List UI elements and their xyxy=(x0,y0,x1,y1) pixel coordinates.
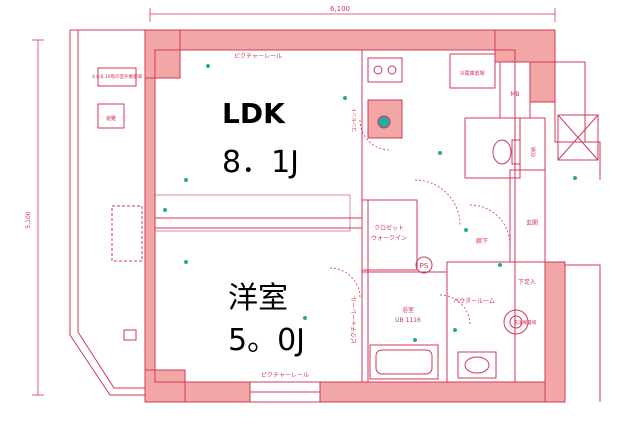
ldk-name: LDK xyxy=(222,97,286,130)
corridor-label: 廊下 xyxy=(476,237,488,245)
ps-symbol xyxy=(415,256,433,274)
bathroom xyxy=(369,309,529,380)
bedroom-name: 洋室 xyxy=(228,281,288,316)
mb-label: MB xyxy=(510,91,519,98)
bottom-window xyxy=(249,381,321,403)
outdoor-unit-label: 4,6,8,10階の室外機置場 xyxy=(92,73,143,80)
ldk-size: 8．1J xyxy=(222,145,299,180)
bath-label: 浴室 xyxy=(402,306,414,314)
kitchen xyxy=(367,53,496,139)
bedroom-size: 5。0J xyxy=(228,323,305,358)
walk-in-label: ウォークイン xyxy=(371,234,407,242)
hatch-label: 避難 xyxy=(106,115,116,122)
fixture-markers xyxy=(163,64,577,342)
left-dimension xyxy=(32,39,44,396)
ub-label: UB 1116 xyxy=(395,317,421,324)
ps-label: PS xyxy=(420,262,429,270)
shoe-box-label: 下足入 xyxy=(518,279,536,286)
door-swings xyxy=(329,119,511,326)
interior-walls xyxy=(154,49,601,402)
picture-rail-side: ピクチャーレール xyxy=(351,296,358,344)
exterior-walls xyxy=(144,29,566,403)
toilet xyxy=(492,139,521,165)
entrance-label: 玄関 xyxy=(526,219,538,227)
washer-label: 洗濯機置場 xyxy=(514,319,537,326)
fridge-label: 冷蔵庫置場 xyxy=(459,70,484,77)
left-dimension-label: 5,100 xyxy=(25,211,32,228)
picture-rail-top: ピクチャーレール xyxy=(234,53,282,60)
consent-label: コンセント xyxy=(352,107,358,132)
balcony xyxy=(69,29,145,396)
top-dimension xyxy=(149,8,556,22)
top-dimension-label: 6,100 xyxy=(330,5,350,13)
picture-rail-bottom: ピクチャーレール xyxy=(261,372,309,379)
closet-label: クロゼット xyxy=(374,224,404,232)
powder-room-label: パウダールーム xyxy=(453,297,495,305)
storage-label: 収納 xyxy=(530,147,537,157)
